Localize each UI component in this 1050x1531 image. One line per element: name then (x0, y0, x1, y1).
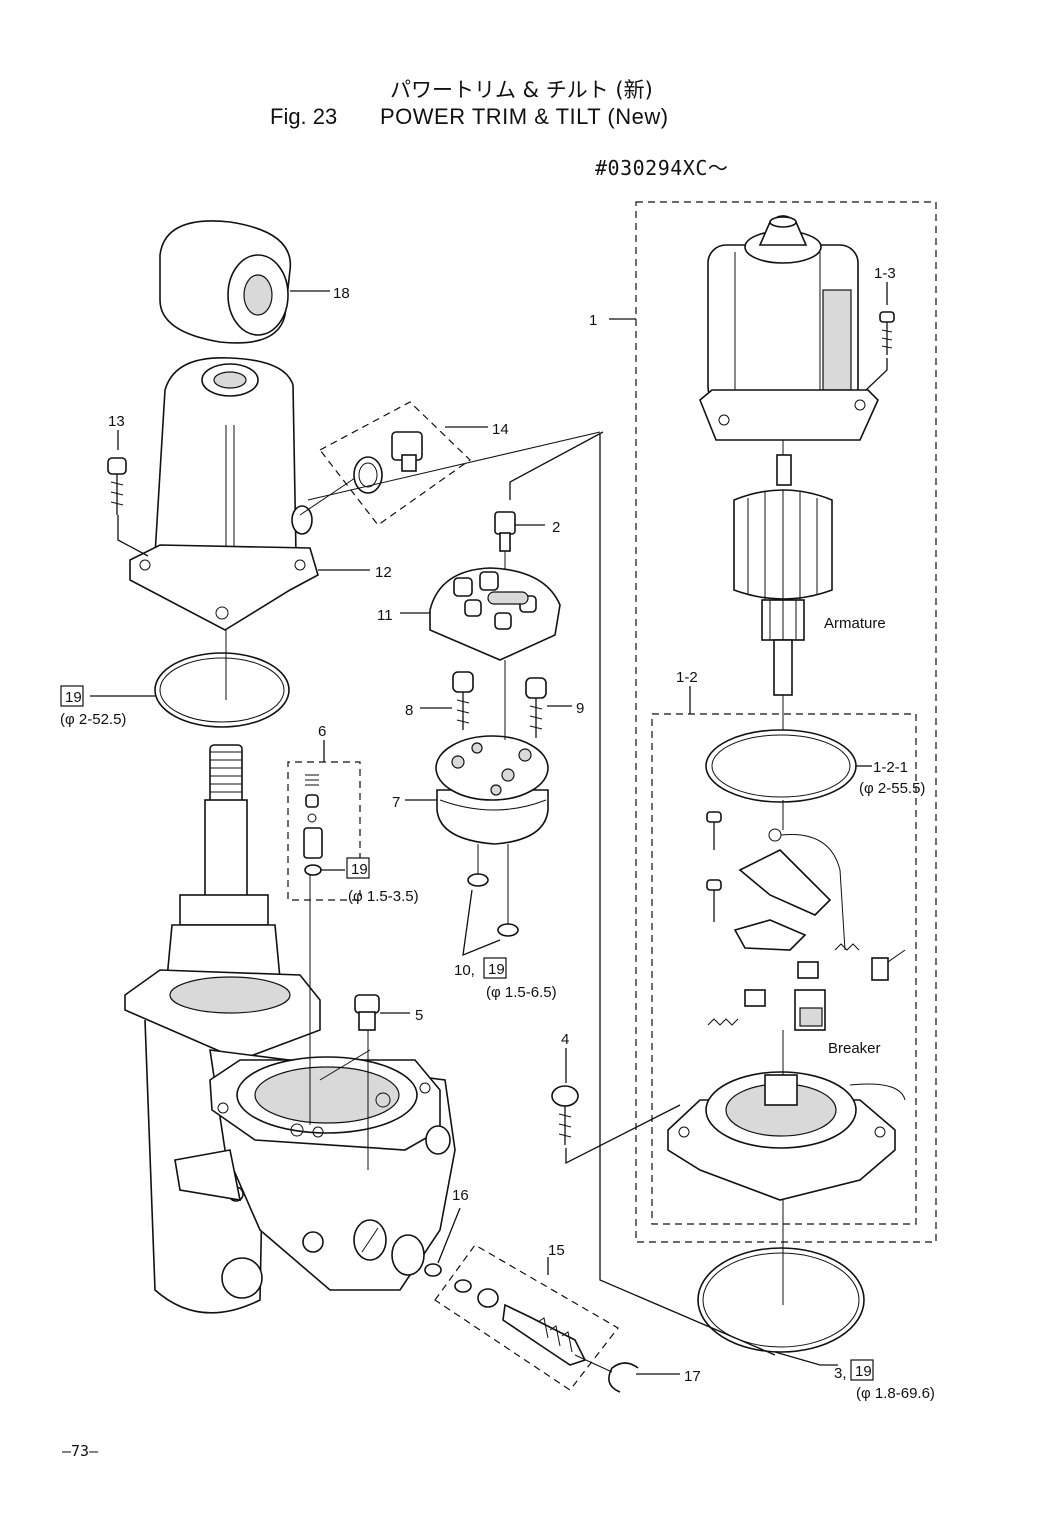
callout-8: 8 (405, 702, 413, 719)
figure-label: Fig. 23 (270, 104, 338, 129)
plug-14-boundary (319, 401, 471, 526)
callout-1-3: 1-3 (874, 265, 896, 282)
title-english: POWER TRIM & TILT (New) (380, 104, 669, 129)
callout-11: 11 (377, 607, 393, 624)
title-japanese: パワートリム & チルト (新) (390, 78, 653, 102)
callout-6-spec: (φ 1.5-3.5) (348, 888, 419, 905)
motor-yoke (699, 215, 879, 441)
callout-14: 14 (492, 421, 509, 438)
callout-10-boxed: 19 (488, 961, 505, 978)
callout-13: 13 (108, 413, 125, 430)
screw-13 (107, 457, 127, 515)
serial-number: #030294XC～ (595, 156, 729, 180)
check-valve-6 (303, 774, 323, 876)
check-valve-6-boundary (287, 761, 361, 901)
callout-2: 2 (552, 519, 560, 536)
callout-17: 17 (684, 1368, 701, 1385)
bolt-9 (525, 677, 547, 738)
callout-3-boxed: 19 (855, 1363, 872, 1380)
armature-label: Armature (824, 615, 886, 632)
o-ring-3 (697, 1247, 865, 1353)
armature (733, 454, 833, 696)
pump-7 (435, 735, 549, 845)
callout-1-2-1: 1-2-1 (873, 759, 908, 776)
callout-10: 10, (454, 962, 475, 979)
callout-1-2: 1-2 (676, 669, 698, 686)
callout-10-box (483, 957, 507, 979)
brush-plate-parts (706, 811, 906, 1031)
callout-19-box (60, 685, 84, 707)
callout-12: 12 (375, 564, 392, 581)
callout-1-2-1-spec: (φ 2-55.5) (859, 780, 925, 797)
callout-15: 15 (548, 1242, 565, 1259)
motor-end-frame (667, 1071, 906, 1201)
callout-3-box (850, 1359, 874, 1381)
callout-19-spec: (φ 2-52.5) (60, 711, 126, 728)
valve-15 (454, 1279, 587, 1366)
callout-3-spec: (φ 1.8-69.6) (856, 1385, 935, 1402)
callout-18: 18 (333, 285, 350, 302)
circlip-17 (608, 1362, 639, 1393)
reservoir-12 (129, 356, 319, 631)
callout-6-boxed: 19 (351, 861, 368, 878)
plate-11 (429, 567, 561, 661)
o-ring-10a (467, 873, 489, 887)
callout-6-box (346, 857, 370, 879)
callout-19-boxed: 19 (65, 689, 82, 706)
plug-14 (353, 431, 423, 494)
callout-7: 7 (392, 794, 400, 811)
o-ring-10b (497, 923, 519, 937)
callout-1: 1 (589, 312, 597, 329)
cylinder-body (124, 744, 456, 1314)
o-ring-16 (424, 1263, 442, 1277)
callout-10-spec: (φ 1.5-6.5) (486, 984, 557, 1001)
brush-holder-boundary (651, 713, 917, 1225)
screw-4 (551, 1085, 579, 1145)
valve-15-boundary (434, 1244, 619, 1391)
callout-3: 3, (834, 1365, 847, 1382)
o-ring-19-52 (154, 652, 290, 728)
callout-5: 5 (415, 1007, 423, 1024)
valve-2 (494, 511, 516, 552)
callout-4: 4 (561, 1031, 569, 1048)
page-number: —73— (62, 1442, 99, 1460)
o-ring-1-2-1 (705, 729, 857, 803)
cap-18 (159, 220, 292, 344)
bolt-8 (452, 671, 474, 730)
callout-9: 9 (576, 700, 584, 717)
plug-5 (354, 994, 380, 1031)
callout-6: 6 (318, 723, 326, 740)
callout-16: 16 (452, 1187, 469, 1204)
screw-1-3 (879, 311, 895, 355)
breaker-label: Breaker (828, 1040, 881, 1057)
motor-assembly-boundary (635, 201, 937, 1243)
